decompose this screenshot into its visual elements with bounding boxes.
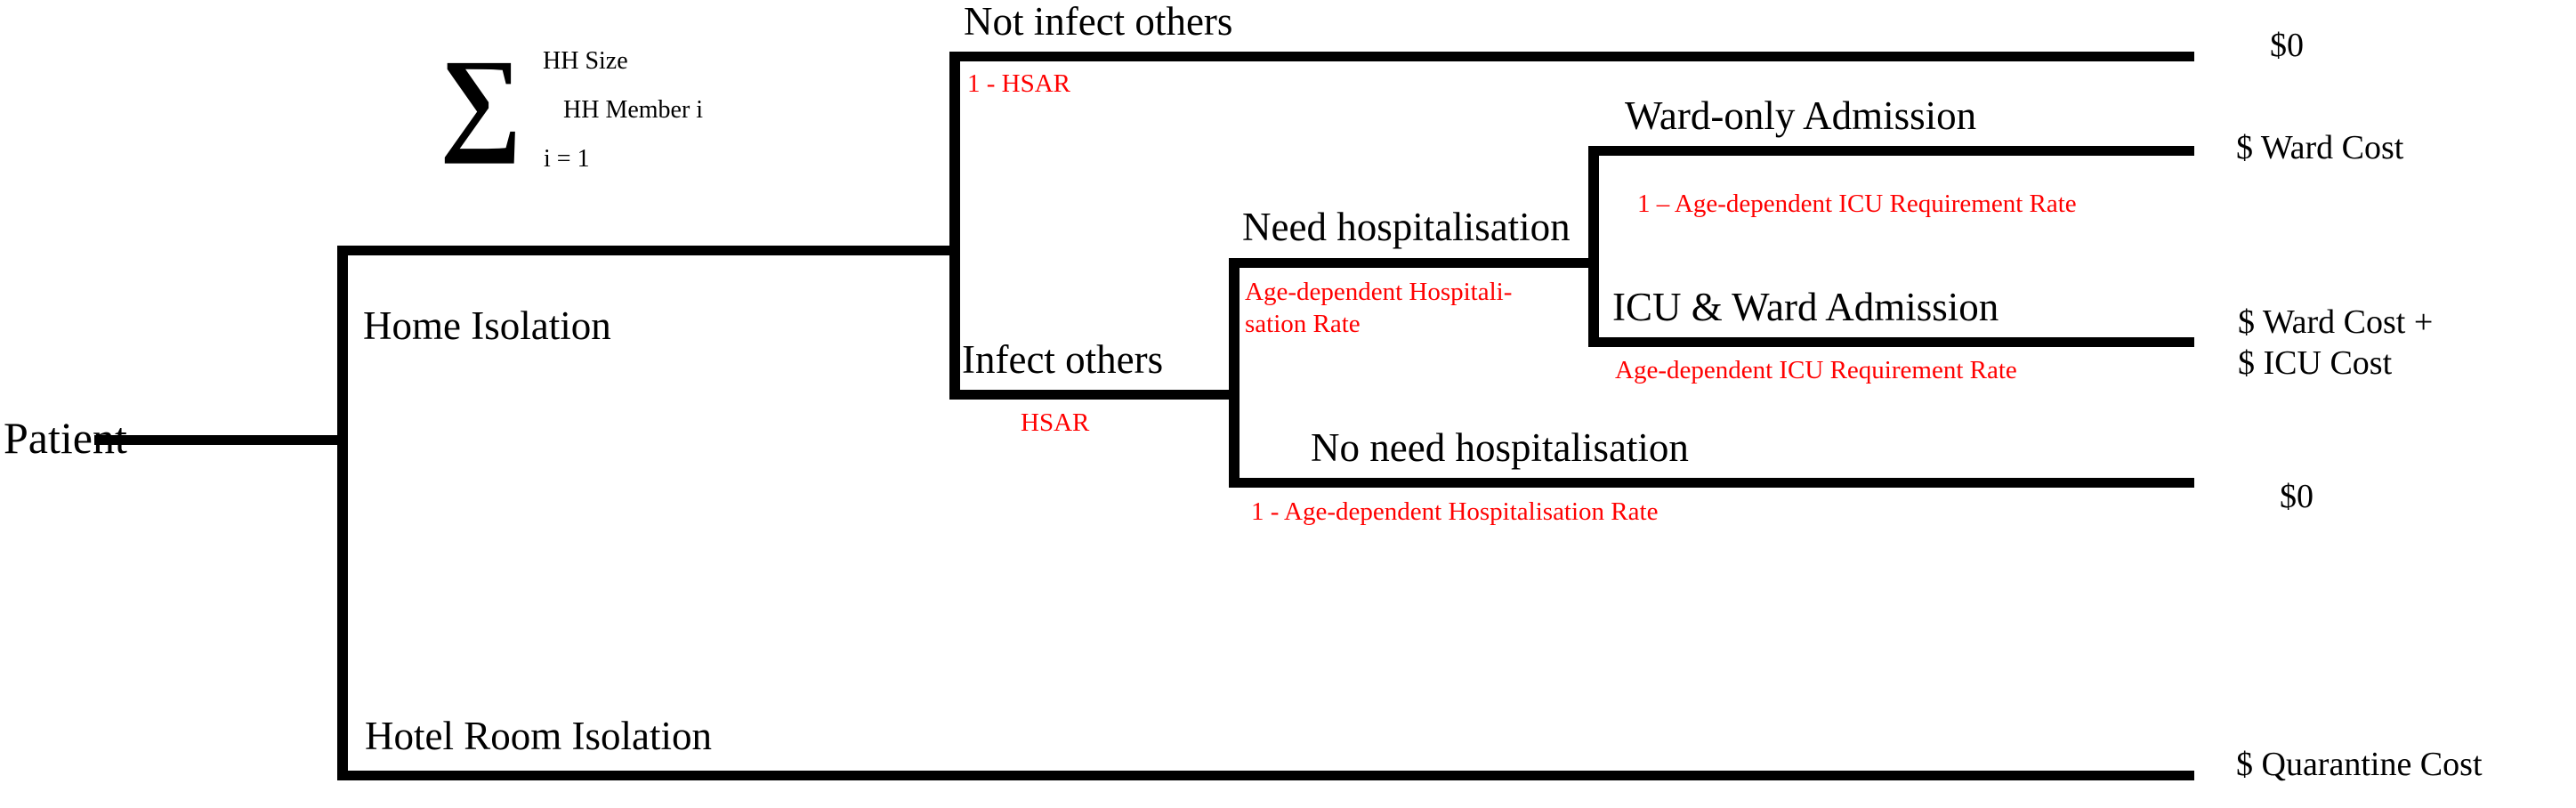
need-hospitalisation-probability: Age-dependent Hospitali- sation Rate (1245, 276, 1512, 341)
infection-split-vertical-line (949, 52, 960, 400)
icu-and-ward-admission-payoff-line2: $ ICU Cost (2238, 343, 2393, 382)
sigma-icon: ∑ (440, 36, 522, 165)
need-hospitalisation-probability-line1: Age-dependent Hospitali- (1245, 278, 1513, 306)
no-need-hospitalisation-probability: 1 - Age-dependent Hospitalisation Rate (1251, 497, 1659, 526)
no-need-hospitalisation-payoff: $0 (2280, 478, 2314, 515)
need-hospitalisation-probability-line2: sation Rate (1245, 310, 1361, 339)
ward-only-admission-label: Ward-only Admission (1625, 93, 1977, 138)
need-hospitalisation-label: Need hospitalisation (1242, 205, 1571, 249)
no-need-hospitalisation-label: No need hospitalisation (1311, 425, 1689, 470)
hotel-isolation-payoff: $ Quarantine Cost (2236, 746, 2483, 783)
not-infect-others-branch-line (949, 52, 2194, 61)
root-split-vertical-line (337, 246, 348, 780)
hotel-isolation-branch-line (337, 771, 2194, 780)
icu-and-ward-admission-payoff: $ Ward Cost + $ ICU Cost (2238, 303, 2433, 384)
home-isolation-label: Home Isolation (363, 303, 611, 348)
no-need-hospitalisation-branch-line (1229, 478, 2194, 488)
not-infect-others-label: Not infect others (964, 0, 1233, 44)
ward-only-admission-payoff: $ Ward Cost (2236, 129, 2404, 166)
not-infect-others-probability: 1 - HSAR (967, 69, 1071, 98)
icu-split-vertical-line (1588, 146, 1599, 347)
ward-only-admission-probability: 1 – Age-dependent ICU Requirement Rate (1637, 190, 2077, 218)
root-stem-line (94, 435, 347, 445)
home-isolation-branch-line (337, 246, 959, 255)
hospitalisation-split-vertical-line (1229, 258, 1240, 488)
summation-lower-bound: i = 1 (544, 145, 590, 173)
icu-and-ward-admission-label: ICU & Ward Admission (1612, 285, 1999, 329)
hotel-isolation-label: Hotel Room Isolation (365, 714, 712, 758)
ward-only-admission-branch-line (1588, 146, 2194, 156)
summation-upper-bound: HH Size (543, 47, 628, 75)
infect-others-label: Infect others (962, 337, 1164, 382)
infect-others-branch-line (949, 390, 1239, 400)
summation-body: HH Member i (563, 96, 704, 124)
need-hospitalisation-branch-line (1229, 258, 1597, 268)
icu-and-ward-admission-probability: Age-dependent ICU Requirement Rate (1615, 356, 2017, 384)
not-infect-others-payoff: $0 (2270, 27, 2304, 64)
infect-others-probability: HSAR (1021, 408, 1090, 437)
icu-and-ward-admission-payoff-line1: $ Ward Cost + (2238, 303, 2434, 341)
icu-and-ward-admission-branch-line (1588, 337, 2194, 347)
